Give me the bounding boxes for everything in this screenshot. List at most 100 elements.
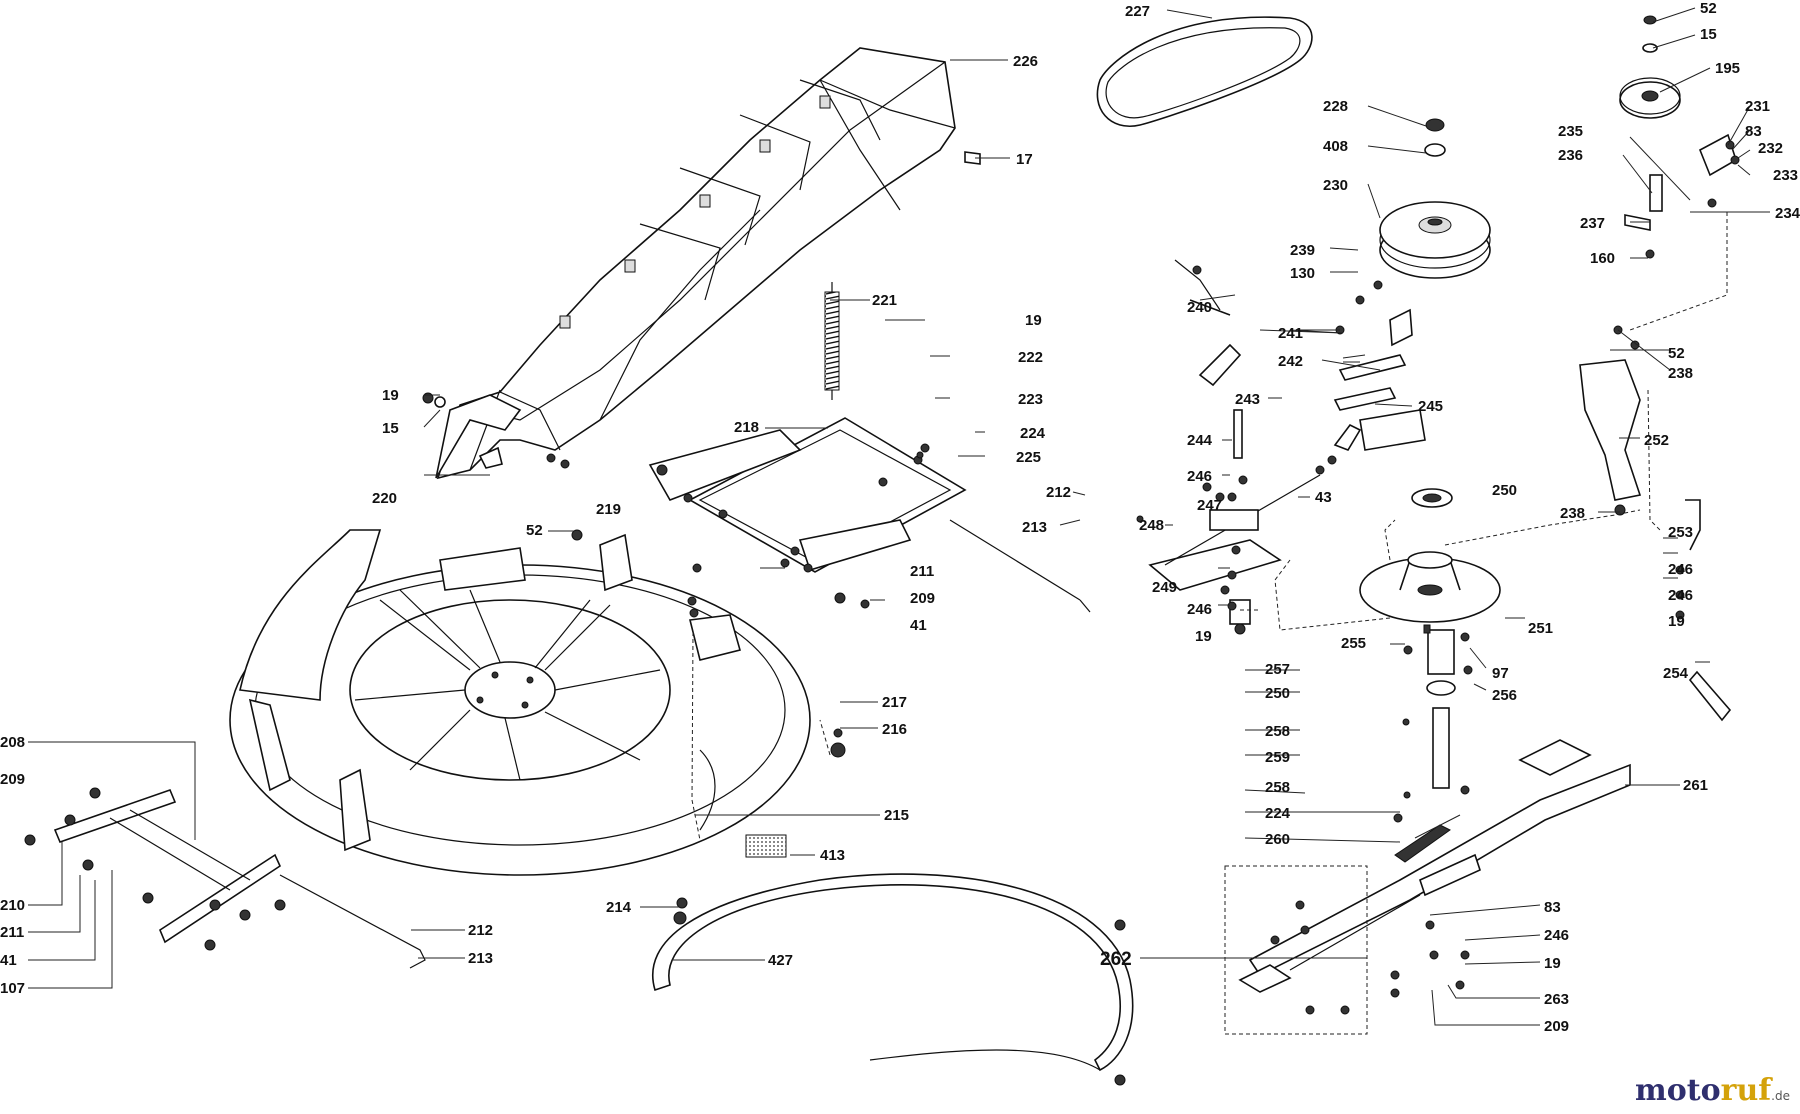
part-label-242: 242	[1278, 353, 1303, 370]
part-label-130: 130	[1290, 265, 1315, 282]
brand-text-suffix: .de	[1771, 1089, 1790, 1103]
part-label-217: 217	[882, 694, 907, 711]
part-label-262: 262	[1100, 949, 1132, 970]
part-label-216: 216	[882, 721, 907, 738]
part-label-238: 238	[1560, 505, 1585, 522]
part-label-228: 228	[1323, 98, 1348, 115]
grass-chute	[422, 47, 981, 480]
part-label-246: 246	[1668, 587, 1693, 604]
part-label-236: 236	[1558, 147, 1583, 164]
part-label-246: 246	[1187, 601, 1212, 618]
leader-lines	[28, 7, 1770, 1026]
part-label-240: 240	[1187, 299, 1212, 316]
small-pulley	[1619, 15, 1681, 119]
part-label-247: 247	[1197, 497, 1222, 514]
part-label-246: 246	[1668, 561, 1693, 578]
part-label-238: 238	[1668, 365, 1693, 382]
part-label-19: 19	[1544, 955, 1561, 972]
part-label-17: 17	[1016, 151, 1033, 168]
part-label-232: 232	[1758, 140, 1783, 157]
part-label-250: 250	[1492, 482, 1517, 499]
part-label-97: 97	[1492, 665, 1509, 682]
part-label-252: 252	[1644, 432, 1669, 449]
part-label-248: 248	[1139, 517, 1164, 534]
part-label-41: 41	[910, 617, 927, 634]
part-label-251: 251	[1528, 620, 1553, 637]
v-belt	[1096, 16, 1313, 127]
part-label-218: 218	[734, 419, 759, 436]
rear-axle-bracket	[24, 787, 426, 969]
part-label-261: 261	[1683, 777, 1708, 794]
part-label-254: 254	[1663, 665, 1689, 682]
fasteners	[571, 140, 1740, 1086]
main-pulley	[1379, 118, 1491, 279]
part-label-208: 208	[0, 734, 25, 751]
part-label-256: 256	[1492, 687, 1517, 704]
part-label-235: 235	[1558, 123, 1583, 140]
part-label-225: 225	[1016, 449, 1041, 466]
part-label-210: 210	[0, 897, 25, 914]
part-label-246: 246	[1544, 927, 1569, 944]
assembly-lines	[691, 212, 1728, 841]
part-label-214: 214	[606, 899, 632, 916]
deck-bracket	[648, 417, 1091, 613]
part-label-219: 219	[596, 501, 621, 518]
part-label-249: 249	[1152, 579, 1177, 596]
part-label-160: 160	[1590, 250, 1615, 267]
part-label-223: 223	[1018, 391, 1043, 408]
part-labels: 52 15 195 227 226 17 228 408 230 231 83 …	[0, 0, 1800, 1035]
brand-text-a: moto	[1635, 1073, 1721, 1108]
part-label-83: 83	[1544, 899, 1561, 916]
part-label-243: 243	[1235, 391, 1260, 408]
part-label-212: 212	[468, 922, 493, 939]
part-label-237: 237	[1580, 215, 1605, 232]
part-label-427: 427	[768, 952, 793, 969]
tension-spring	[824, 282, 840, 400]
part-label-213: 213	[468, 950, 493, 967]
part-label-52: 52	[526, 522, 543, 539]
part-label-239: 239	[1290, 242, 1315, 259]
part-label-258: 258	[1265, 779, 1290, 796]
part-label-52: 52	[1668, 345, 1685, 362]
linkage-parts	[1148, 133, 1737, 722]
spindle-housing	[1359, 488, 1501, 789]
deck-housing	[229, 529, 811, 876]
part-label-227: 227	[1125, 3, 1150, 20]
part-label-209: 209	[1544, 1018, 1569, 1035]
part-label-250: 250	[1265, 685, 1290, 702]
part-label-43: 43	[1315, 489, 1332, 506]
mower-blade	[1238, 739, 1631, 993]
blade-kit-box	[1224, 865, 1368, 1035]
part-label-230: 230	[1323, 177, 1348, 194]
part-label-19: 19	[1025, 312, 1042, 329]
part-label-83: 83	[1745, 123, 1762, 140]
part-label-19: 19	[382, 387, 399, 404]
part-label-244: 244	[1187, 432, 1213, 449]
part-label-263: 263	[1544, 991, 1569, 1008]
part-label-224: 224	[1020, 425, 1046, 442]
part-label-19: 19	[1195, 628, 1212, 645]
part-label-408: 408	[1323, 138, 1348, 155]
brand-text-b: ruf	[1720, 1073, 1772, 1108]
part-label-224: 224	[1265, 805, 1291, 822]
baffle-strip	[652, 834, 1134, 1072]
part-label-209: 209	[0, 771, 25, 788]
part-label-246: 246	[1187, 468, 1212, 485]
part-label-259: 259	[1265, 749, 1290, 766]
part-label-52: 52	[1700, 0, 1717, 17]
part-label-231: 231	[1745, 98, 1770, 115]
part-label-255: 255	[1341, 635, 1366, 652]
part-label-41: 41	[0, 952, 17, 969]
part-label-258: 258	[1265, 723, 1290, 740]
parts-drawing	[24, 15, 1740, 1086]
part-label-195: 195	[1715, 60, 1740, 77]
part-label-222: 222	[1018, 349, 1043, 366]
part-label-413: 413	[820, 847, 845, 864]
part-label-241: 241	[1278, 325, 1303, 342]
part-label-107: 107	[0, 980, 25, 997]
part-label-209: 209	[910, 590, 935, 607]
part-label-234: 234	[1775, 205, 1800, 222]
brand-watermark: motoruf.de	[1635, 1073, 1790, 1108]
part-label-257: 257	[1265, 661, 1290, 678]
